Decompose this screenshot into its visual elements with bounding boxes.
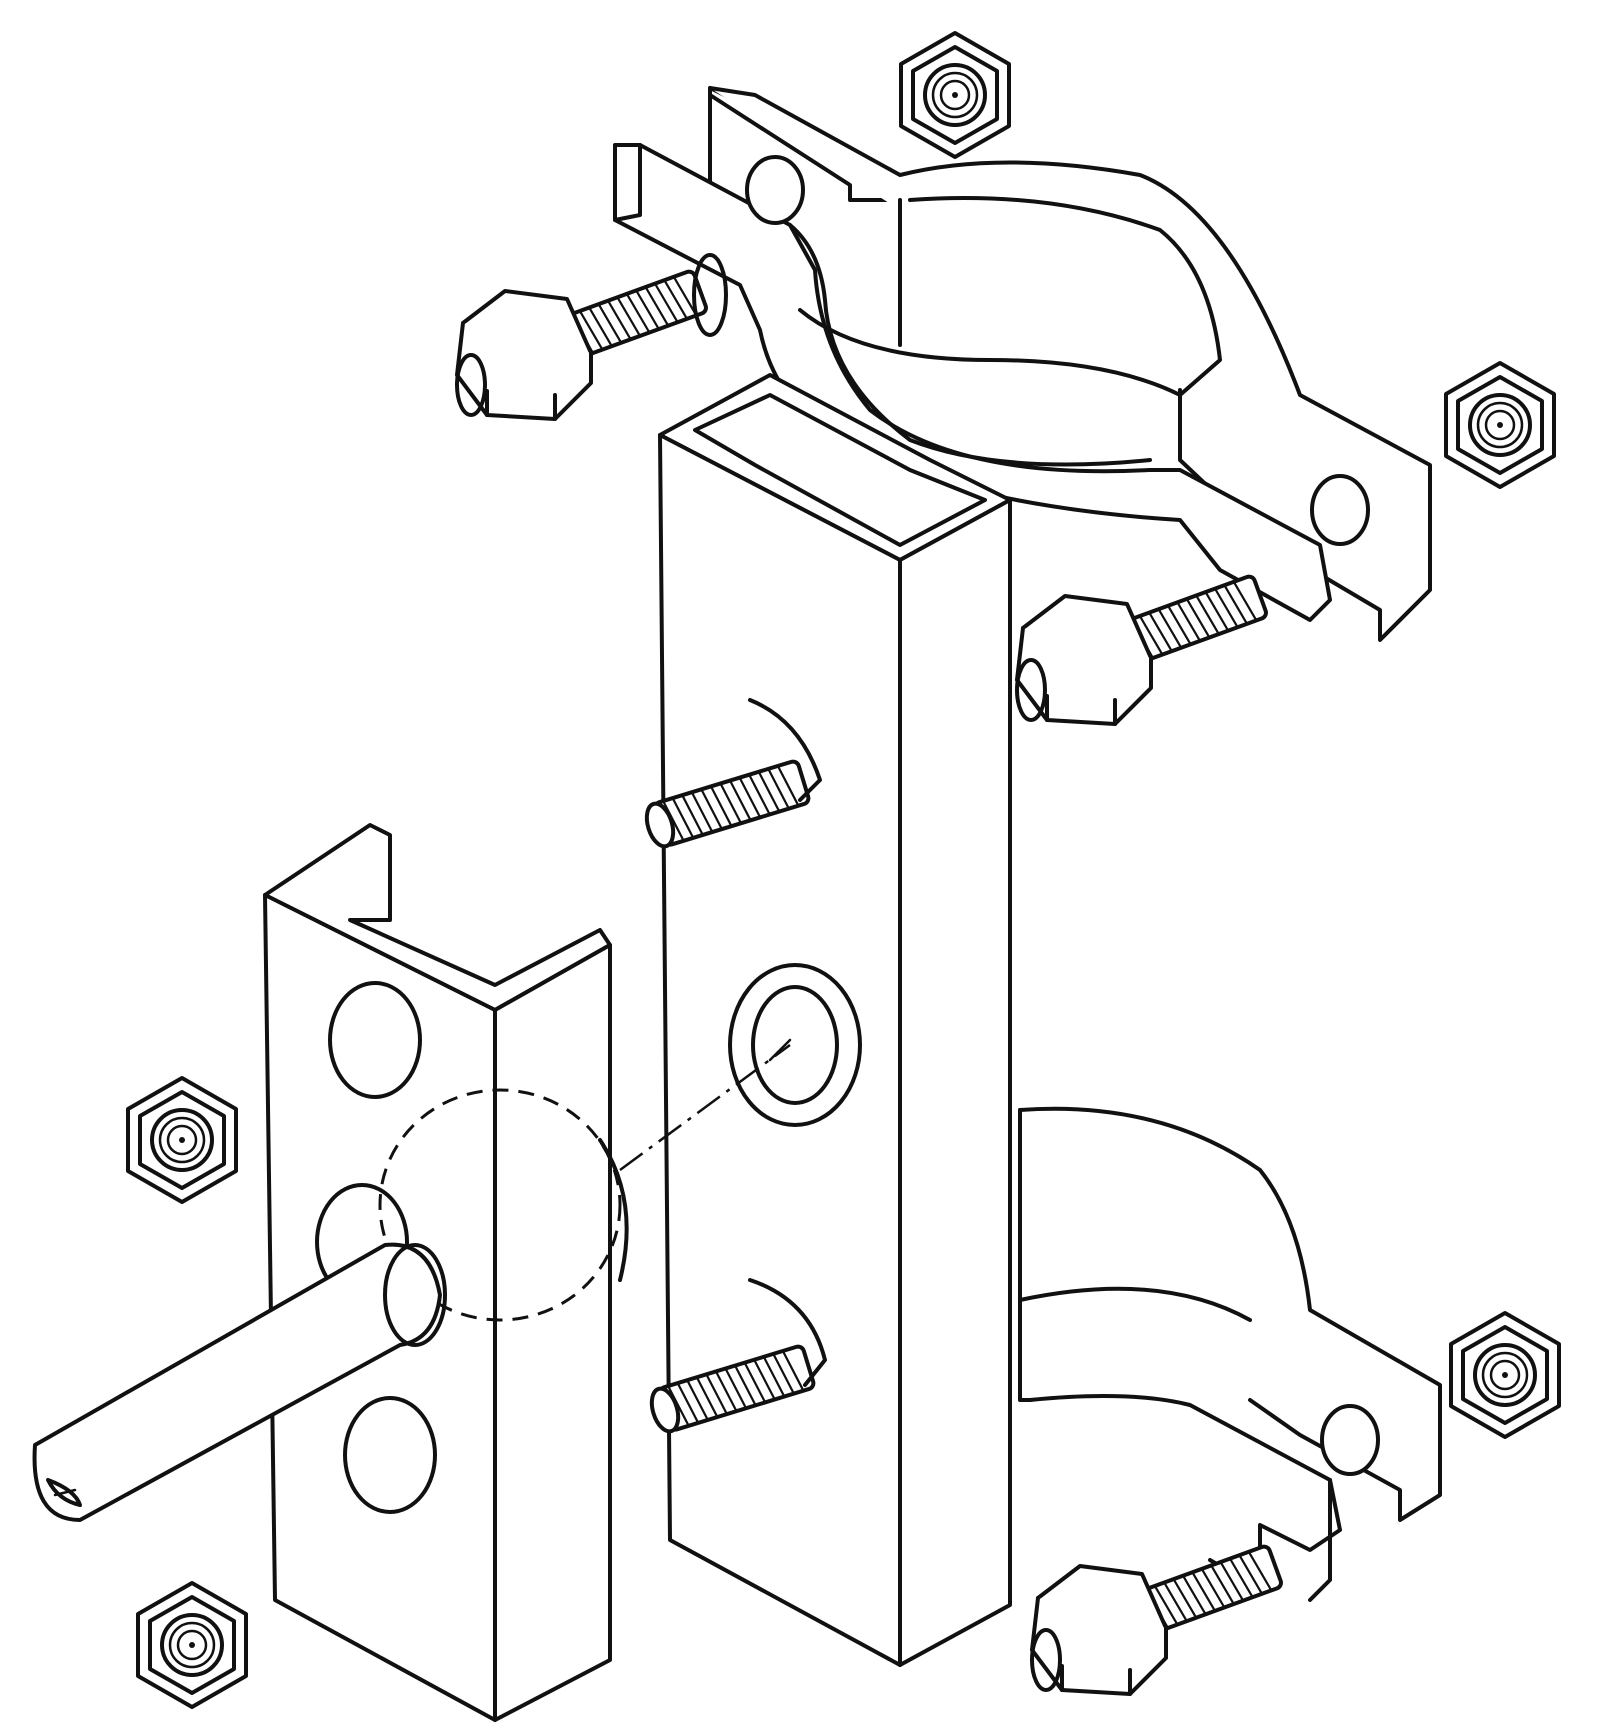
top-clamp (613, 86, 1432, 642)
stud-lower-washer (748, 1278, 827, 1387)
pipe (32, 1242, 447, 1522)
nut-top (899, 31, 1011, 159)
bottom-clamp (1018, 1106, 1442, 1602)
center-line (619, 1043, 791, 1172)
bolt-bottom-right (1030, 1542, 1285, 1696)
stud-upper (644, 758, 812, 849)
nut-right-upper (1444, 361, 1556, 489)
stud-lower (649, 1343, 817, 1434)
nut-right-lower (1449, 1311, 1561, 1439)
channel-bracket (658, 373, 1012, 1667)
bolt-mid-right (1015, 572, 1270, 726)
stud-upper-washer (748, 698, 822, 802)
angle-plate (263, 823, 629, 1722)
nut-left-lower (136, 1581, 248, 1709)
nut-left-upper (126, 1076, 238, 1204)
bolt-top-left (455, 253, 728, 421)
